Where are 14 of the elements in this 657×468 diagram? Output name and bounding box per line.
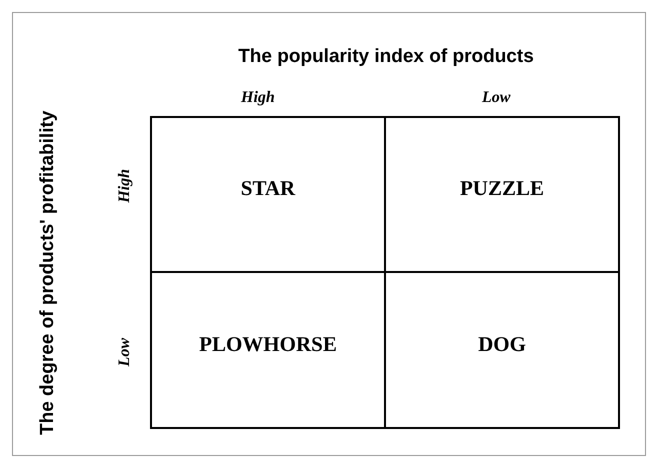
matrix-quadrant (384, 116, 620, 273)
quadrant-label: DOG (478, 332, 526, 356)
chart-title: The popularity index of products (237, 46, 535, 68)
quadrant-label: STAR (240, 176, 296, 201)
axis-level-label: High (241, 89, 275, 107)
quadrant-label: PUZZLE (460, 176, 544, 201)
matrix-quadrant (150, 271, 386, 429)
matrix-quadrant (384, 271, 620, 429)
quadrant-label: PLOWHORSE (199, 332, 337, 356)
matrix-quadrant (150, 116, 386, 273)
axis-level-label: Low (116, 338, 134, 366)
axis-level-label: Low (482, 89, 510, 107)
axis-level-label: High (116, 169, 134, 203)
axis-title: The degree of products' profitability (37, 110, 59, 438)
